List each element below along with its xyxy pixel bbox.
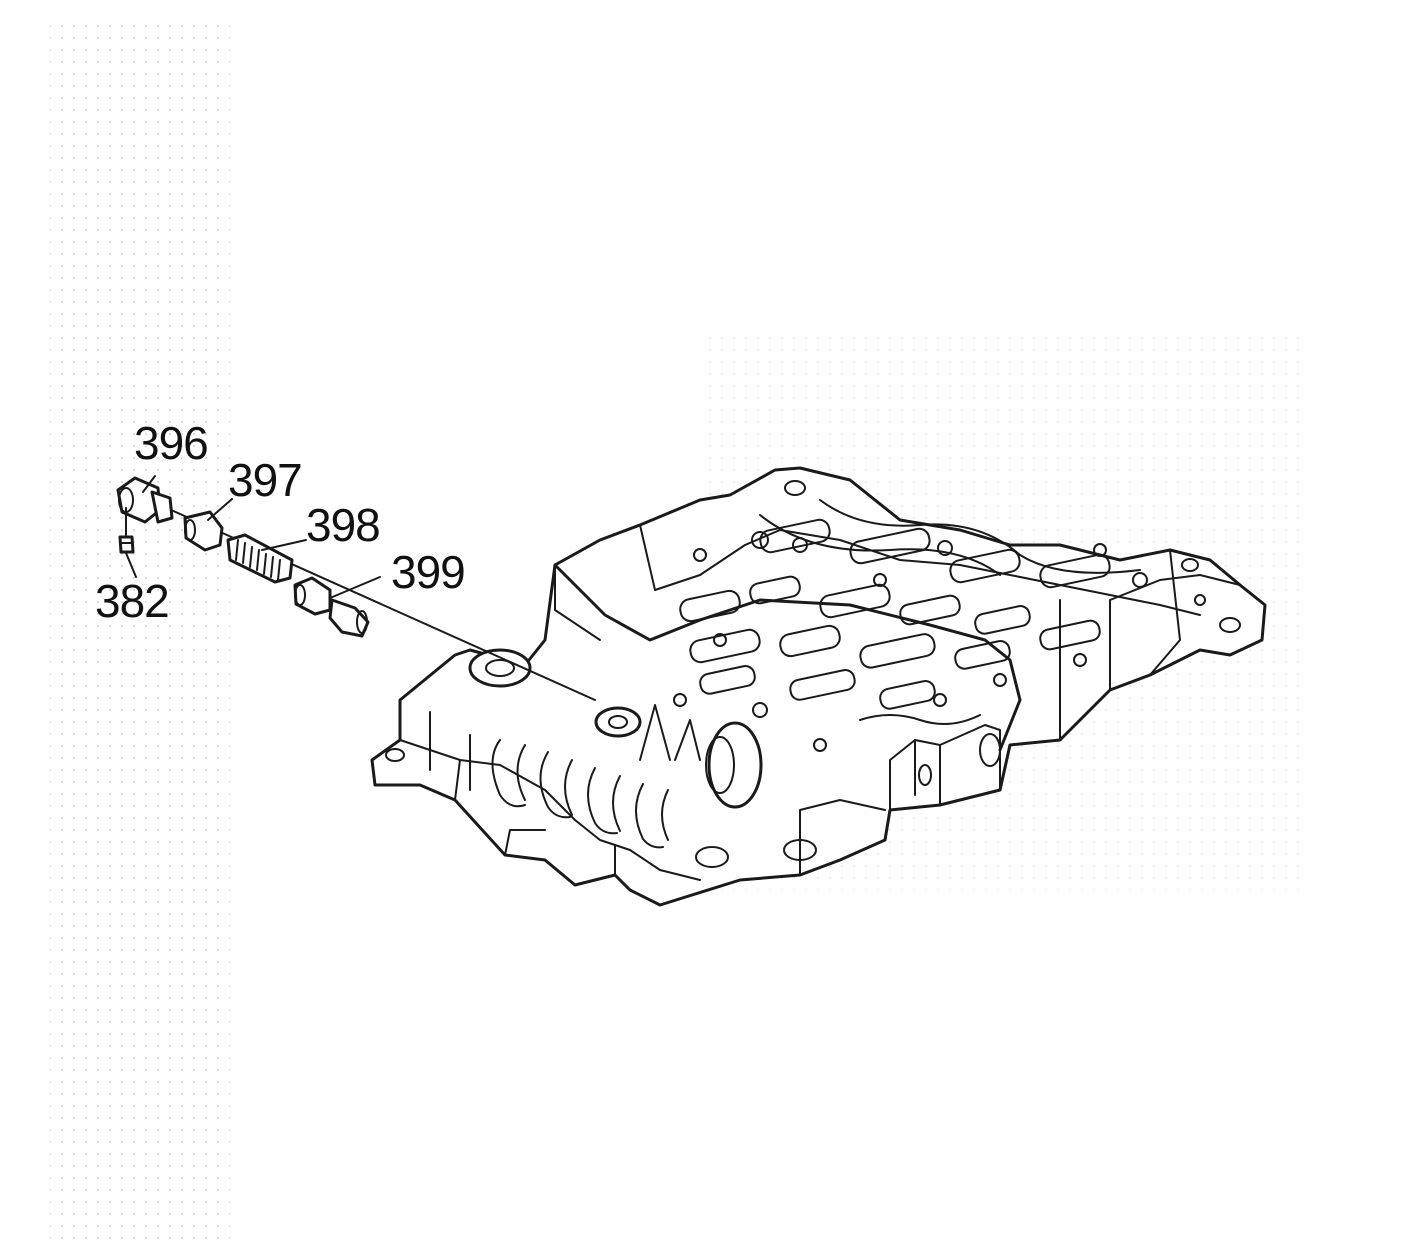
bolt-holes	[673, 531, 1206, 752]
leader-382	[125, 552, 137, 578]
callout-382: 382	[95, 575, 170, 627]
part-398-spring	[226, 533, 294, 584]
exploded-parts	[116, 475, 596, 701]
valve-spool-lands	[429, 704, 701, 849]
valve-body	[370, 466, 1267, 907]
part-397-valve	[183, 510, 224, 552]
leader-397	[207, 498, 233, 521]
callout-399: 399	[391, 546, 466, 598]
part-396-plug	[116, 476, 174, 524]
callout-396: 396	[134, 417, 209, 469]
leader-396	[142, 475, 156, 493]
part-399-sleeve	[293, 576, 370, 638]
leader-399	[329, 576, 381, 599]
part-382-pin	[118, 507, 135, 554]
halftone-background-left	[50, 20, 230, 1240]
leader-398	[261, 539, 307, 551]
callout-398: 398	[306, 499, 381, 551]
oil-passages	[679, 499, 1141, 725]
callout-397: 397	[228, 454, 303, 506]
